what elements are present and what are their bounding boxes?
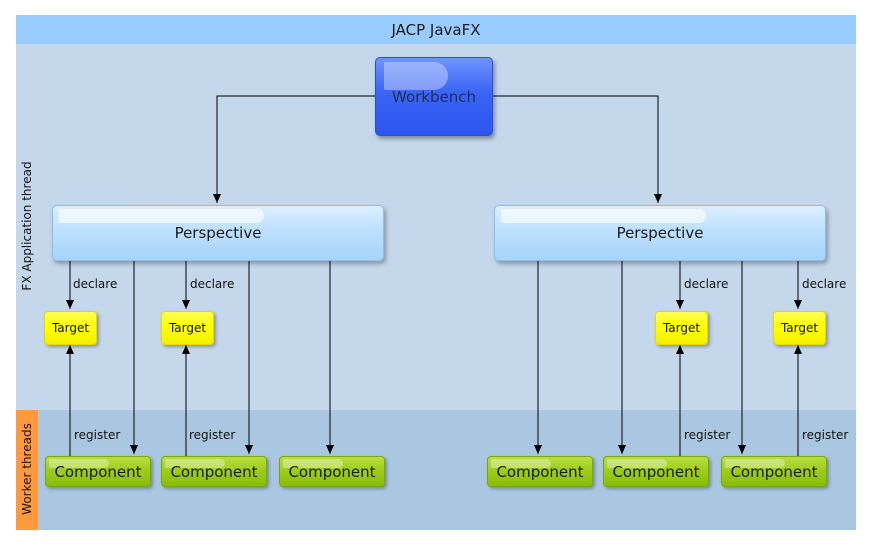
declare-label: declare xyxy=(802,277,847,291)
component-node: Component xyxy=(721,456,827,487)
target-node: Target xyxy=(161,311,214,345)
component-node: Component xyxy=(45,456,151,487)
component-node: Component xyxy=(487,456,593,487)
diagram-title: JACP JavaFX xyxy=(16,15,856,44)
component-label: Component xyxy=(496,462,584,481)
target-node: Target xyxy=(44,311,97,345)
target-label: Target xyxy=(662,321,701,335)
component-label: Component xyxy=(730,462,818,481)
component-node: Component xyxy=(161,456,267,487)
workbench-node: Workbench xyxy=(375,57,493,136)
target-label: Target xyxy=(168,321,207,335)
edge-workbench-right xyxy=(491,95,662,203)
worker-thread-tag xyxy=(16,410,38,530)
register-label: register xyxy=(684,428,731,442)
worker-thread-zone xyxy=(16,410,856,530)
register-label: register xyxy=(802,428,849,442)
target-label: Target xyxy=(51,321,90,335)
target-node: Target xyxy=(655,311,708,345)
component-label: Component xyxy=(54,462,142,481)
workbench-label: Workbench xyxy=(392,87,476,106)
target-node: Target xyxy=(773,311,826,345)
component-label: Component xyxy=(288,462,376,481)
diagram-title-text: JACP JavaFX xyxy=(391,20,481,39)
component-node: Component xyxy=(279,456,385,487)
perspective-label: Perspective xyxy=(616,224,704,242)
edge-workbench-left xyxy=(213,95,375,203)
register-label: register xyxy=(189,428,236,442)
perspective-node-left: Perspective xyxy=(52,205,384,261)
component-node: Component xyxy=(603,456,709,487)
register-label: register xyxy=(74,428,121,442)
target-label: Target xyxy=(780,321,819,335)
declare-label: declare xyxy=(73,277,118,291)
component-label: Component xyxy=(170,462,258,481)
declare-label: declare xyxy=(190,277,235,291)
component-label: Component xyxy=(612,462,700,481)
perspective-label: Perspective xyxy=(174,224,262,242)
perspective-node-right: Perspective xyxy=(494,205,826,261)
declare-label: declare xyxy=(684,277,729,291)
